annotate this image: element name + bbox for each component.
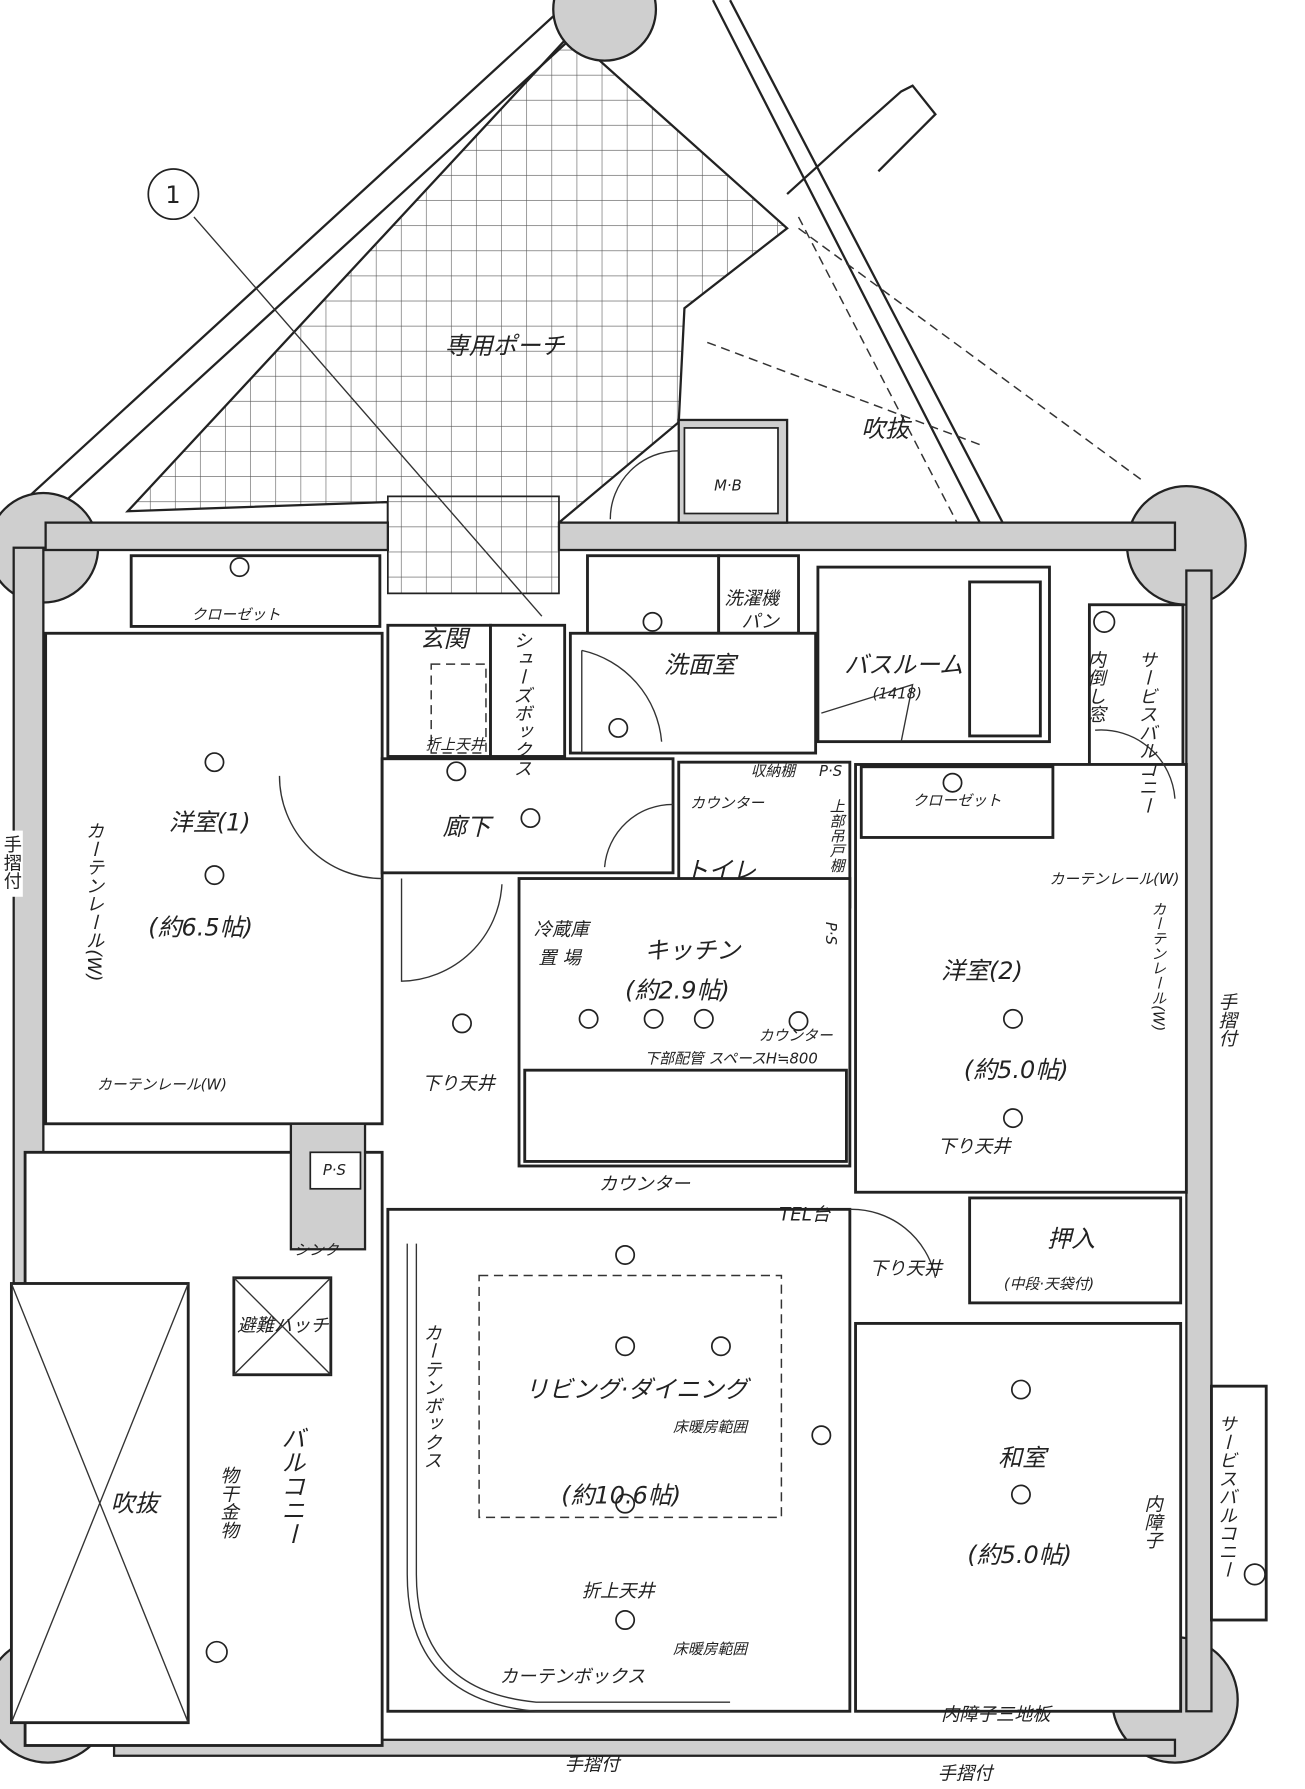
curtain-box-v-label: カーテンボックス <box>421 1323 442 1469</box>
counter-toilet-label: カウンター <box>690 795 764 812</box>
inner-shoji-label: 内障子 <box>1142 1495 1163 1550</box>
service-balcony-top-label: サービスバルコニー <box>1136 650 1157 814</box>
upper-cabinet-label: 上部吊戸棚 <box>827 799 845 873</box>
raised-ceiling-entry-label: 折上天井 <box>425 737 485 754</box>
doors <box>278 450 1176 1278</box>
tel-label: TEL台 <box>779 1205 831 1226</box>
counter-kitchen-label: カウンター <box>759 1028 833 1045</box>
balcony-label: バルコニー <box>277 1426 305 1546</box>
floor-heating1-label: 床暖房範囲 <box>673 1419 749 1436</box>
lowered-ceiling3-label: 下り天井 <box>869 1258 944 1279</box>
washer-pan-label: パン <box>741 612 780 633</box>
fridge2-label: 置 場 <box>538 948 582 969</box>
section-marker: 1 <box>147 168 543 617</box>
closet1-label: クローゼット <box>192 607 281 624</box>
western1-size-label: (約6.5帖) <box>148 914 253 942</box>
drying-label: 物干金物 <box>218 1466 239 1539</box>
counter-bottom-label: カウンター <box>599 1174 691 1195</box>
ps-balcony-label: P·S <box>323 1162 346 1179</box>
handrail-right-label: 手摺付 <box>1216 993 1237 1048</box>
outer-walls <box>12 418 1213 1757</box>
porch-area <box>22 0 1142 595</box>
toilet-label: トイレ <box>684 857 756 885</box>
oshiire-label: 押入 <box>1047 1225 1095 1253</box>
marker-label: 1 <box>165 181 180 209</box>
western2-label: 洋室(2) <box>941 957 1023 985</box>
sink-label: シンク <box>294 1242 340 1259</box>
living-size-label: (約10.6帖) <box>561 1482 681 1510</box>
handrail-bottom2-label: 手摺付 <box>938 1764 996 1785</box>
living-label: リビング·ダイニング <box>525 1376 752 1404</box>
piping-label: 下部配管 スペースH≒800 <box>645 1050 818 1067</box>
raised-ceiling-living-label: 折上天井 <box>582 1581 657 1602</box>
japanese-size-label: (約5.0帖) <box>967 1541 1072 1569</box>
washroom-label: 洗面室 <box>664 651 739 679</box>
handrail-bottom1-label: 手摺付 <box>565 1755 622 1776</box>
ps-kitchen-label: P·S <box>822 922 839 945</box>
western1-label: 洋室(1) <box>169 809 251 837</box>
curtain-box-h-label: カーテンボックス <box>500 1667 645 1688</box>
mb-label: M·B <box>714 478 742 495</box>
handrail-left-label: 手摺付 <box>1 835 22 891</box>
storage-shelf-label: 収納棚 <box>751 763 798 780</box>
void-top-label: 吹抜 <box>861 415 912 443</box>
kitchen-label: キッチン <box>645 936 743 964</box>
washer-label: 洗濯機 <box>724 589 780 610</box>
kitchen-size-label: (約2.9帖) <box>625 976 730 1004</box>
hatch-label: 避難ハッチ <box>237 1315 329 1336</box>
lowered-ceiling1-label: 下り天井 <box>422 1074 497 1095</box>
bathroom-label: バスルーム <box>844 651 963 679</box>
curtain-rail-w3-label: カーテンレール(W) <box>1149 901 1166 1031</box>
hallway-label: 廊下 <box>443 813 495 841</box>
shoji-floor-label: 内障子三地板 <box>941 1704 1053 1725</box>
ceiling-lights <box>204 557 1266 1664</box>
entrance-label: 玄関 <box>420 625 471 653</box>
inward-window-label: 内倒し窓 <box>1085 650 1106 723</box>
rooms <box>9 554 1268 1747</box>
bath-size-label: (1418) <box>873 685 922 702</box>
service-balcony-bottom-label: サービスバルコニー <box>1216 1415 1237 1579</box>
handrail-left-backdrop <box>0 830 23 897</box>
fridge-label: 冷蔵庫 <box>534 920 592 941</box>
lowered-ceiling2-label: 下り天井 <box>938 1136 1013 1157</box>
porch-label: 専用ポーチ <box>445 332 566 360</box>
void-bottom-label: 吹抜 <box>111 1490 162 1518</box>
western2-size-label: (約5.0帖) <box>964 1056 1069 1084</box>
curtain-rail-w4-label: カーテンレール(W) <box>97 1077 227 1094</box>
ps-top-label: P·S <box>819 763 842 780</box>
floor-heating2-label: 床暖房範囲 <box>673 1641 749 1658</box>
room-labels: 専用ポーチ 吹抜 M·B クローゼット 玄関 シューズボックス 折上天井 洗面室… <box>0 332 1237 1785</box>
closet2-label: クローゼット <box>913 793 1002 810</box>
oshiire-note-label: (中段·天袋付) <box>1004 1276 1094 1293</box>
curtain-rail-w-label: カーテンレール(W) <box>83 821 104 981</box>
japanese-label: 和室 <box>998 1444 1049 1472</box>
curtain-rail-w2-label: カーテンレール(W) <box>1049 871 1179 888</box>
shoe-box-label: シューズボックス <box>511 631 532 777</box>
